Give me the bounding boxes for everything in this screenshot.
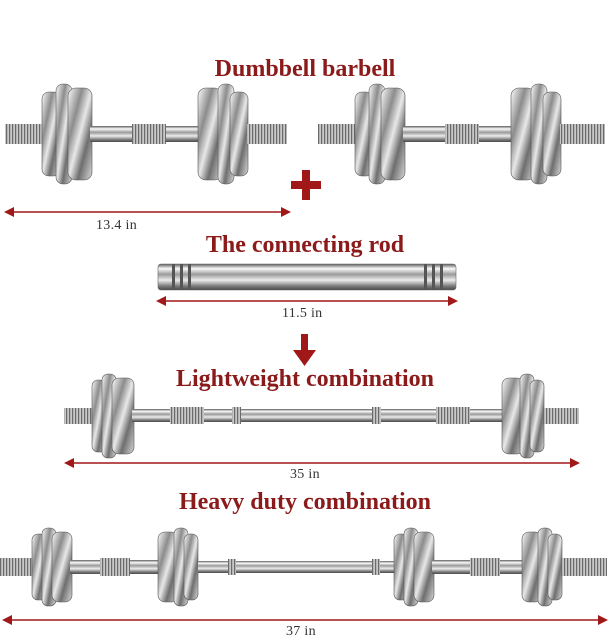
heavy-duty-barbell (0, 527, 607, 607)
lightweight-title: Lightweight combination (175, 366, 435, 392)
lightweight-dimension: 35 in (290, 467, 320, 482)
rod-dimension-line (156, 296, 458, 306)
down-arrow-icon (293, 334, 316, 366)
lightweight-dimension-line (64, 458, 580, 468)
heavy-duty-title: Heavy duty combination (178, 489, 432, 515)
dumbbell-title: Dumbbell barbell (214, 56, 396, 82)
heavy-duty-dimension: 37 in (286, 624, 316, 639)
rod-dimension: 11.5 in (282, 306, 323, 321)
dumbbell-left (5, 83, 287, 185)
rod-title: The connecting rod (205, 232, 405, 258)
heavy-duty-dimension-line (2, 615, 608, 625)
lightweight-barbell (64, 373, 579, 459)
dumbbell-right (318, 83, 605, 185)
dumbbell-dimension-line (4, 207, 291, 217)
connecting-rod (157, 263, 457, 291)
plus-icon (291, 170, 321, 200)
dumbbell-dimension: 13.4 in (96, 218, 137, 233)
